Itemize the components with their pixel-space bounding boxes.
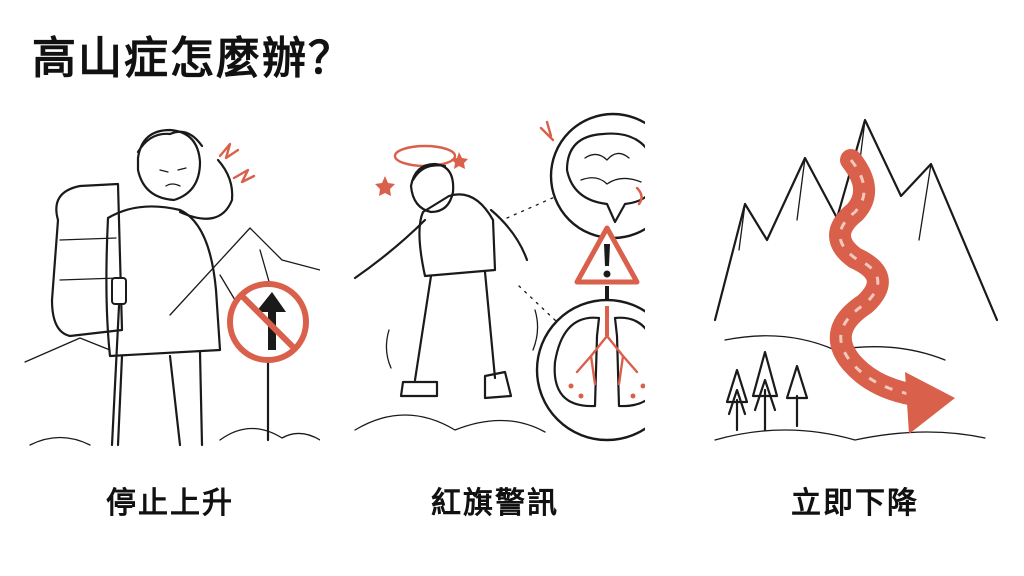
hiker-headache-illustration [24, 128, 320, 447]
caption-stop-ascending: 停止上升 [106, 486, 234, 521]
descending-mountain-path-illustration [713, 118, 999, 441]
caption-red-flags: 紅旗警訊 [431, 486, 559, 521]
panel-descend-now [705, 100, 1005, 460]
panel-stop-ascending [20, 100, 320, 460]
page-title: 高山症怎麼辦？ [32, 33, 354, 84]
caption-descend-now: 立即下降 [791, 486, 919, 521]
panel-red-flags [345, 100, 645, 460]
dizzy-hiker-warning-illustration [353, 112, 645, 442]
